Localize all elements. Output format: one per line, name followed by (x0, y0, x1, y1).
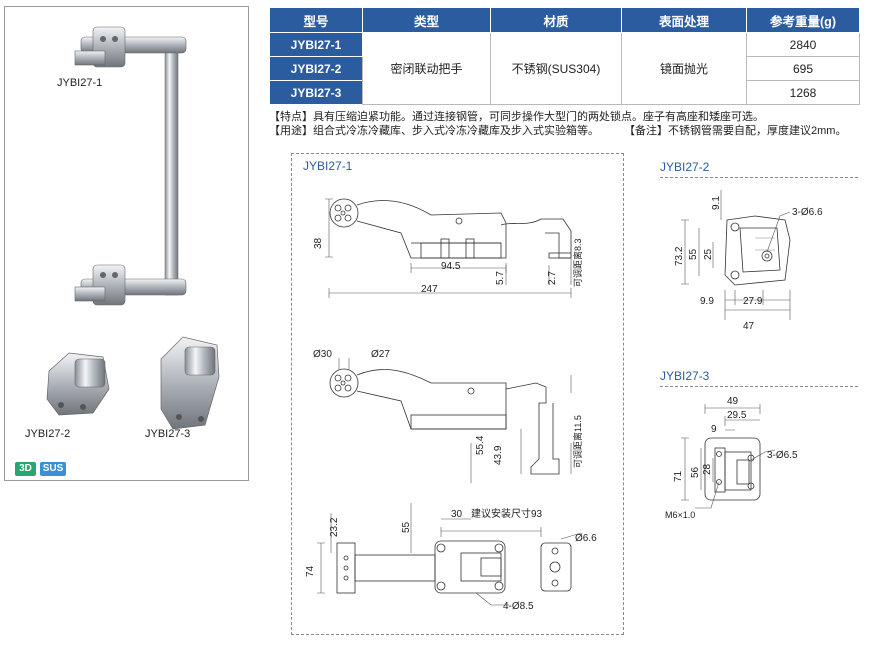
dim-55-top: 55 (401, 521, 412, 533)
dim-30: 30 (451, 509, 463, 520)
drawing-jybi27-3-title: JYBI27-3 (660, 369, 710, 383)
dim-43-9: 43.9 (493, 445, 504, 465)
header-finish: 表面处理 (621, 7, 747, 33)
dim-d30: Ø30 (313, 349, 332, 360)
type-cell: 密闭联动把手 (362, 32, 491, 105)
dim-23-2: 23.2 (329, 517, 340, 537)
dim-27-9: 27.9 (743, 296, 763, 307)
dim-94-5: 94.5 (441, 261, 461, 272)
header-model: 型号 (269, 7, 363, 33)
dim-hole-6-5: 3-Ø6.5 (767, 450, 798, 461)
dim-holes-8-5: 4-Ø8.5 (503, 601, 534, 612)
dim-73-2: 73.2 (674, 246, 685, 266)
table-row: JYBI27-3 1268 (269, 80, 860, 105)
dim-74: 74 (305, 565, 316, 577)
weight-cell: 1268 (746, 80, 860, 105)
badge-sus: SUS (40, 462, 66, 476)
spec-table: 型号 类型 材质 表面处理 参考重量(g) JYBI27-1 密闭联动把手 不锈… (269, 7, 860, 105)
badge-3d: 3D (15, 462, 36, 476)
finish-cell: 镜面抛光 (621, 32, 747, 105)
dim-adjust-11-5: 可调距离11.5 (572, 415, 583, 468)
side-view-top (325, 198, 572, 298)
side-view-middle (329, 358, 572, 483)
drawing-jybi27-3-divider (660, 386, 858, 387)
drawing-jybi27-3-labels: 49 29.5 9 71 56 28 3-Ø6.5 M6×1.0 (665, 396, 798, 520)
dim-install-93: 建议安装尺寸93 (471, 507, 543, 520)
dim-49: 49 (727, 396, 739, 407)
jybi27-2-label: JYBI27-2 (25, 428, 71, 440)
material-cell: 不锈钢(SUS304) (490, 32, 622, 105)
drawing-jybi27-2-title: JYBI27-2 (660, 160, 710, 174)
weight-cell: 2840 (746, 32, 860, 57)
table-row: JYBI27-1 密闭联动把手 不锈钢(SUS304) 镜面抛光 2840 (269, 32, 860, 105)
model-cell: JYBI27-3 (269, 80, 363, 105)
model-cell: JYBI27-2 (269, 56, 363, 81)
dim-55-4: 55.4 (475, 435, 486, 455)
drawing-jybi27-1-title: JYBI27-1 (303, 159, 353, 173)
handle-product-image (46, 26, 220, 430)
header-weight: 参考重量(g) (746, 7, 860, 33)
dim-d27: Ø27 (371, 349, 390, 360)
dim-hole-6-6: 3-Ø6.6 (792, 207, 823, 218)
dim-adjust-8-3: 可调距离8.3 (572, 238, 583, 287)
dim-5-7: 5.7 (495, 271, 506, 285)
feature-note: 【特点】具有压缩迫紧功能。通过连接钢管，可同步操作大型门的两处锁点。座子有高座和… (269, 111, 764, 123)
dim-247: 247 (421, 284, 438, 295)
drawing-jybi27-2 (681, 190, 791, 320)
remark-note: 【备注】不锈钢管需要自配，厚度建议2mm。 (624, 125, 847, 137)
dim-2-7: 2.7 (547, 271, 558, 285)
usage-note: 【用途】组合式冷冻冷藏库、步入式冷冻冷藏库及步入式实验箱等。 (269, 125, 599, 137)
product-photo-panel: JYBI27-1 JYBI27-2 JYBI27-3 3D SUS (4, 6, 249, 481)
model-cell: JYBI27-1 (269, 32, 363, 57)
drawing-jybi27-1-frame (291, 153, 624, 635)
table-header-row: 型号 类型 材质 表面处理 参考重量(g) (269, 7, 860, 33)
top-view-bottom (317, 503, 582, 606)
dim-d6-6: Ø6.6 (575, 533, 597, 544)
weight-cell: 695 (746, 56, 860, 81)
dim-47: 47 (743, 321, 755, 332)
dim-25: 25 (703, 248, 714, 260)
drawing-jybi27-2-divider (660, 177, 858, 178)
drawing-jybi27-3 (681, 404, 776, 509)
header-type: 类型 (362, 7, 491, 33)
dim-29-5: 29.5 (727, 410, 747, 421)
dim-9-9: 9.9 (700, 296, 714, 307)
dim-28: 28 (702, 463, 713, 475)
dim-9-1: 9.1 (711, 196, 722, 210)
dim-71: 71 (673, 470, 684, 482)
drawing-jybi27-1: 38 94.5 247 5.7 2.7 可调距离8.3 Ø30 Ø27 55.4… (305, 198, 597, 612)
header-material: 材质 (490, 7, 622, 33)
drawing-jybi27-2-labels: 9.1 3-Ø6.6 73.2 55 25 9.9 27.9 47 (674, 196, 823, 332)
dim-55-b: 55 (688, 248, 699, 260)
jybi27-3-label: JYBI27-3 (145, 428, 191, 440)
dim-56: 56 (690, 466, 701, 478)
main-product-label: JYBI27-1 (57, 77, 103, 89)
dim-38: 38 (313, 237, 324, 249)
dim-9: 9 (711, 424, 717, 435)
dim-m6: M6×1.0 (665, 510, 695, 520)
